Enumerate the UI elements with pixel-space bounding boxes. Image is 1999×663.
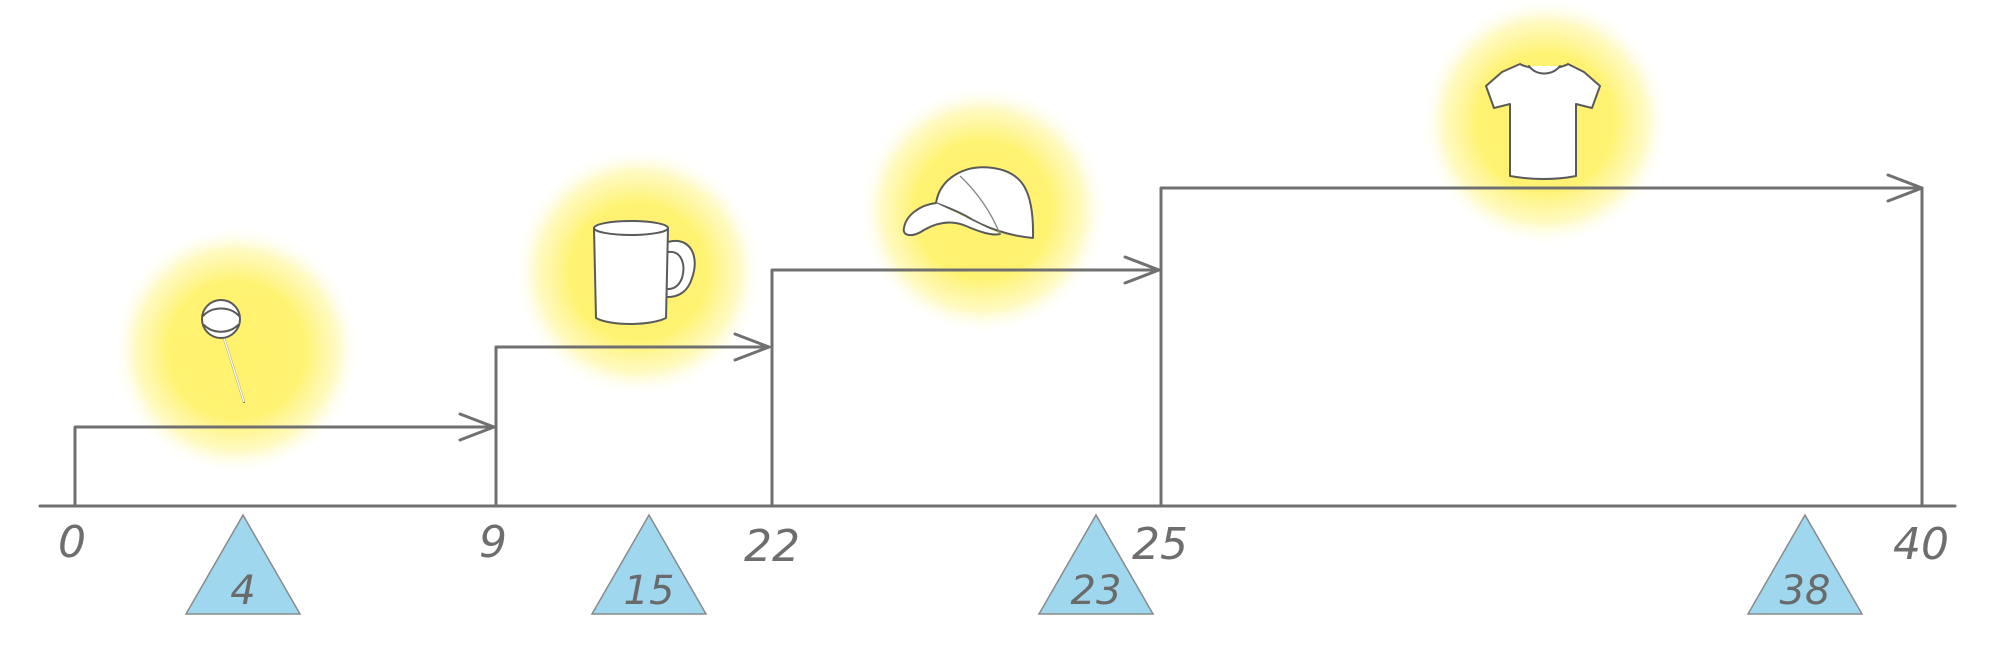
triangle-marker [1746,513,1864,615]
step-1 [73,412,496,508]
mug-icon [593,220,696,325]
tshirt-icon [1485,63,1601,180]
arrowhead [1886,173,1924,203]
triangle-marker [590,513,708,615]
cap-icon [902,166,1035,239]
marker-label: 15 [624,568,675,614]
glow-lollipop [111,225,361,475]
axis-label-40: 40 [1893,519,1949,570]
marker-label: 23 [1071,568,1122,614]
marker-4: 4 [184,513,302,615]
axis-label-22: 22 [744,521,800,572]
triangle-marker [184,513,302,615]
arrowhead [458,412,496,442]
axis-label-0: 0 [58,517,86,568]
marker-label: 38 [1780,568,1831,614]
marker-15: 15 [590,513,708,615]
arrowhead [733,332,771,362]
axis-label-9: 9 [479,517,507,568]
triangle-marker [1037,513,1155,615]
axis-labels: 0 9 22 25 40 [58,517,1949,572]
step-2 [494,332,771,508]
marker-23: 23 [1037,513,1155,615]
marker-label: 4 [230,568,255,614]
marker-38: 38 [1746,513,1864,615]
step-3 [770,255,1161,508]
lollipop-icon [201,299,245,403]
arrowhead [1123,255,1161,285]
glow-layer [111,0,1670,475]
step-4 [1159,173,1924,508]
axis-label-25: 25 [1132,519,1188,570]
